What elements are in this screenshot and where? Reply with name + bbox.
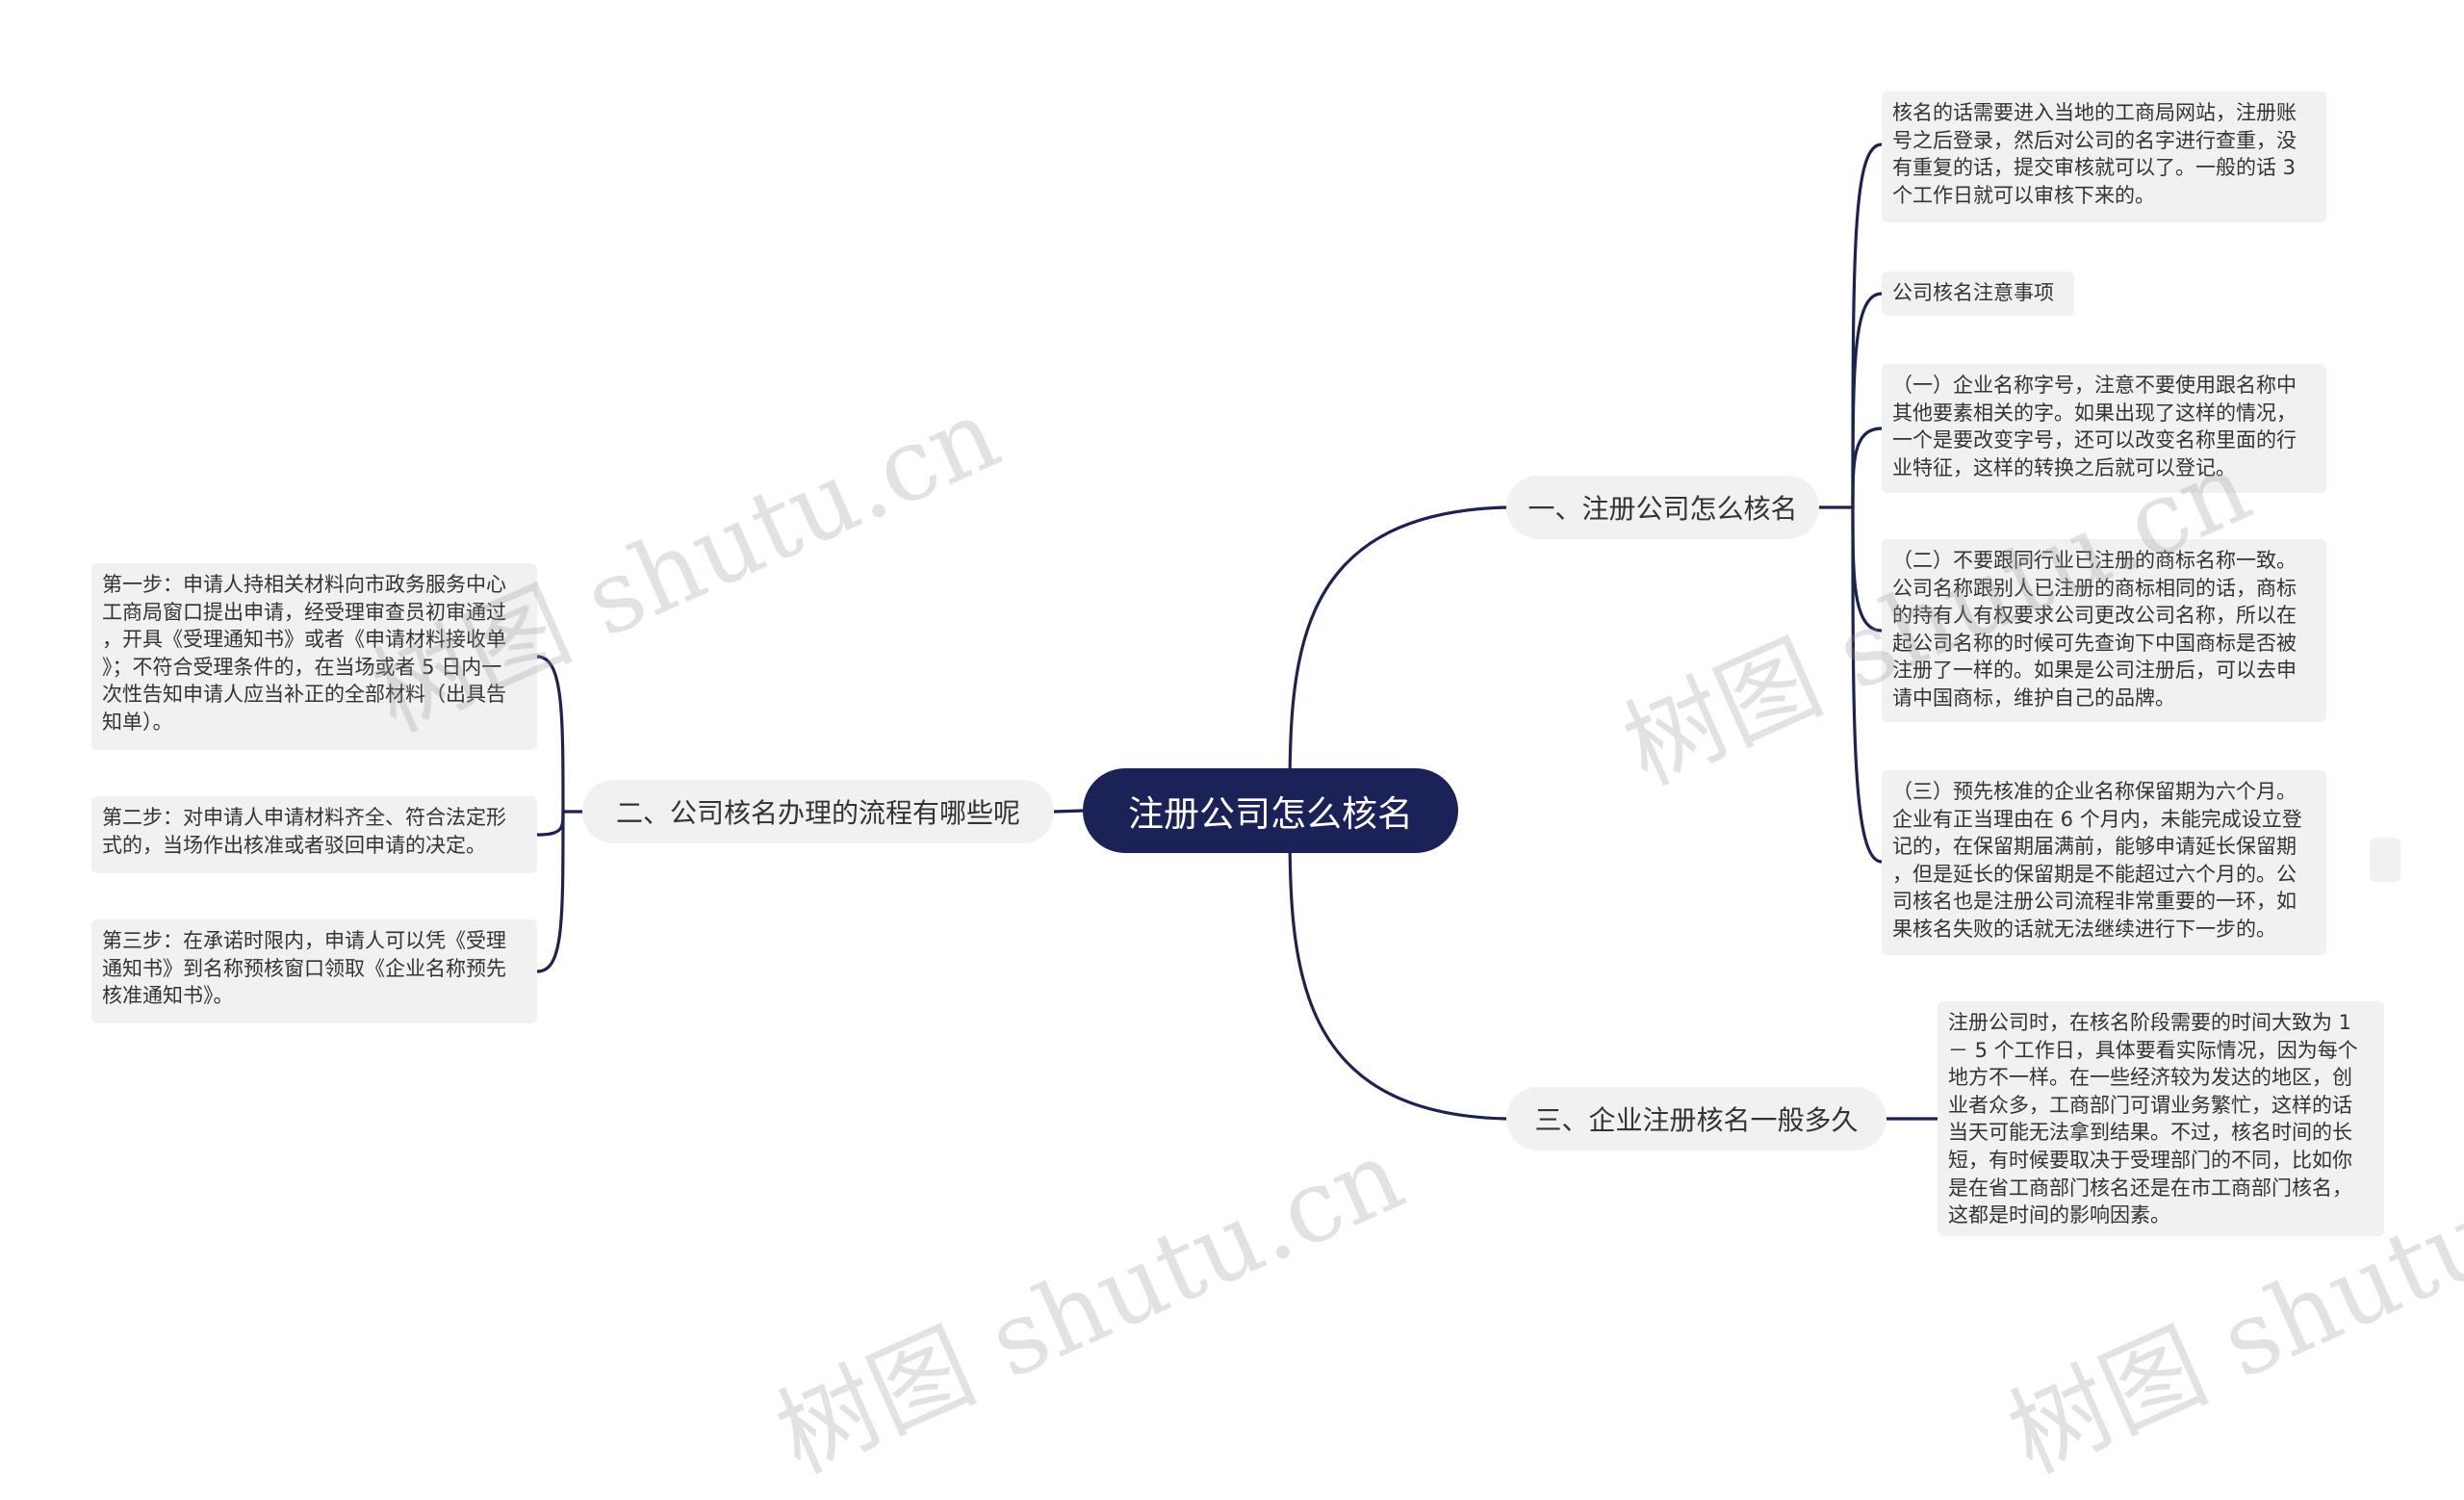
root-topic[interactable]: 注册公司怎么核名: [1083, 768, 1458, 853]
leaf-step-3[interactable]: 第三步：在承诺时限内，申请人可以凭《受理 通知书》到名称预核窗口领取《企业名称预…: [91, 919, 537, 1023]
connector-root-b2: [1052, 809, 1085, 814]
branch-name-check-process[interactable]: 二、公司核名办理的流程有哪些呢: [582, 780, 1054, 843]
connector-lines: [535, 142, 1939, 1121]
leaf-note-3[interactable]: （三）预先核准的企业名称保留期为六个月。 企业有正当理由在 6 个月内，未能完成…: [1882, 770, 2326, 955]
connector-b1-l2: [1851, 292, 1884, 509]
leaf-note-1[interactable]: （一）企业名称字号，注意不要使用跟名称中 其他要素相关的字。如果出现了这样的情况…: [1882, 364, 2326, 493]
connector-b2-lc: [535, 810, 565, 973]
leaf-note-2[interactable]: （二）不要跟同行业已注册的商标名称一致。 公司名称跟别人已注册的商标相同的话，商…: [1882, 539, 2326, 722]
connector-b2-lb: [535, 810, 565, 837]
connector-b1-l3: [1851, 427, 1884, 509]
leaf-notes-heading[interactable]: 公司核名注意事项: [1882, 272, 2074, 316]
connector-root-b3: [1288, 809, 1508, 1121]
connector-root-b1: [1288, 505, 1508, 813]
leaf-step-2[interactable]: 第二步：对申请人申请材料齐全、符合法定形 式的，当场作出核准或者驳回申请的决定。: [91, 796, 537, 873]
mindmap-canvas: 注册公司怎么核名 一、注册公司怎么核名 二、公司核名办理的流程有哪些呢 三、企业…: [91, 91, 2464, 1495]
connector-b1-l4: [1851, 505, 1884, 633]
connector-b1-l5: [1851, 505, 1884, 864]
leaf-collapsed-child[interactable]: [2370, 838, 2400, 882]
leaf-duration-detail[interactable]: 注册公司时，在核名阶段需要的时间大致为 1 － 5 个工作日，具体要看实际情况，…: [1938, 1001, 2384, 1236]
branch-how-to-check-name[interactable]: 一、注册公司怎么核名: [1506, 476, 1819, 539]
branch-how-long-name-check[interactable]: 三、企业注册核名一般多久: [1506, 1087, 1886, 1151]
connector-b2-la: [535, 655, 565, 814]
leaf-step-1[interactable]: 第一步：申请人持相关材料向市政务服务中心 工商局窗口提出申请，经受理审查员初审通…: [91, 563, 537, 750]
leaf-online-check-steps[interactable]: 核名的话需要进入当地的工商局网站，注册账 号之后登录，然后对公司的名字进行查重，…: [1882, 91, 2326, 222]
